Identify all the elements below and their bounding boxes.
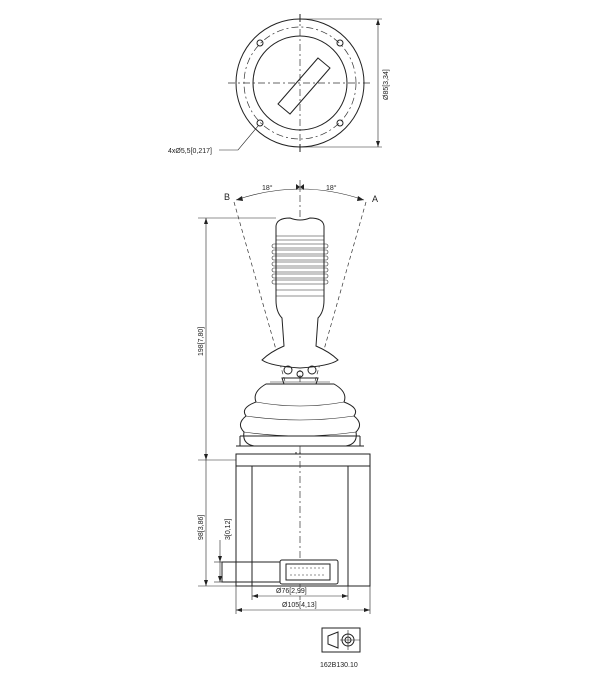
handle-grip bbox=[261, 217, 339, 369]
projection-symbol-icon bbox=[321, 627, 361, 653]
lever-slot bbox=[277, 57, 331, 115]
body-height-label: 98[3,86] bbox=[198, 515, 205, 540]
direction-b-label: B bbox=[224, 192, 230, 202]
connector-pins bbox=[290, 567, 326, 576]
connector-height-label: 3[0,12] bbox=[225, 519, 232, 540]
bolt-hole-label: 4xØ5,5[0,217] bbox=[168, 148, 212, 155]
total-height-label: 198[7,80] bbox=[198, 327, 205, 356]
angle-right-label: 18° bbox=[326, 184, 337, 192]
outer-diameter-label: Ø105[4,13] bbox=[282, 602, 317, 609]
direction-a-label: A bbox=[372, 194, 378, 204]
bolt-hole-icon bbox=[256, 39, 344, 127]
drawing-number: 162B130.10 bbox=[320, 662, 358, 669]
dimensions: 198[7,80] 98[3,86] 3[0,12] Ø76[2,99] Ø10… bbox=[198, 217, 371, 614]
connector-icon bbox=[279, 559, 339, 585]
flange-top-view: 4xØ5,5[0,217] Ø85[3,34] bbox=[168, 14, 390, 155]
angle-left-label: 18° bbox=[262, 184, 273, 192]
rubber-boot bbox=[236, 383, 364, 460]
flange-diameter-label: Ø85[3,34] bbox=[383, 69, 390, 100]
joystick-side-view bbox=[221, 217, 371, 600]
inner-diameter-label: Ø76[2,99] bbox=[276, 588, 307, 595]
